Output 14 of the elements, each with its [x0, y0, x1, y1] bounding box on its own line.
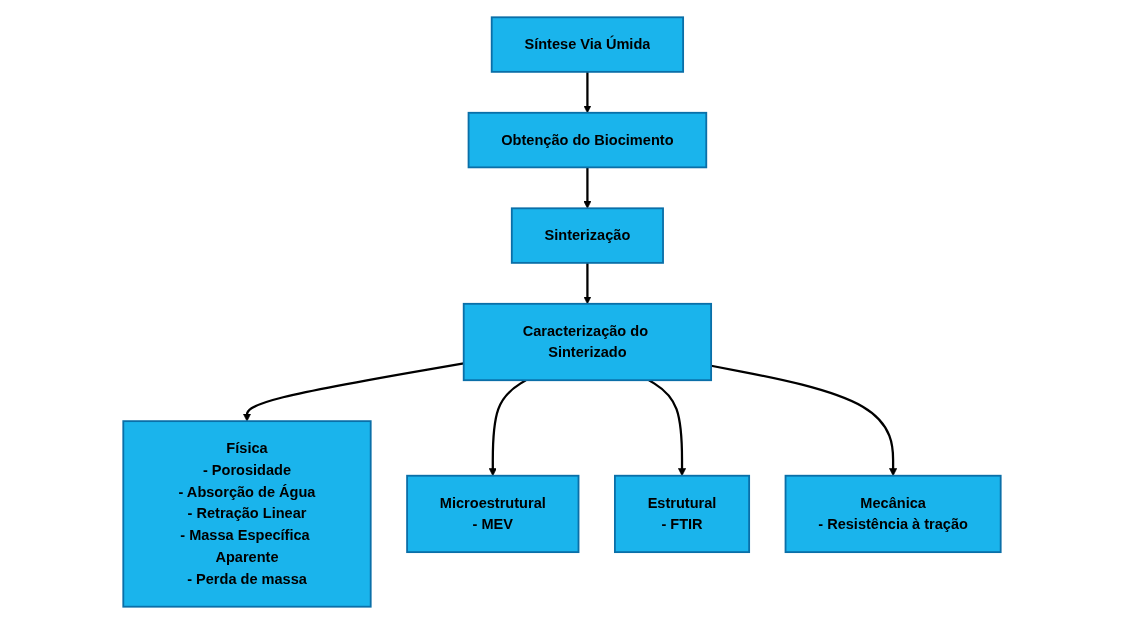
- node-box: Caracterização do Sinterizado: [462, 302, 713, 382]
- node-box: Obtenção do Biocimento: [467, 111, 708, 169]
- arrow: [583, 167, 592, 209]
- arrow: [488, 379, 527, 477]
- node-box: Física - Porosidade - Absorção de Água - Retração Linear - Massa Específica Aparente - Perda de massa: [122, 420, 372, 608]
- node-box: Síntese Via Úmida: [490, 16, 685, 73]
- node-box: Estrutural - FTIR: [614, 474, 751, 554]
- node-box: Microestrutural - MEV: [406, 474, 580, 554]
- arrow: [648, 379, 687, 477]
- node-box: Sinterização: [510, 207, 664, 264]
- arrow: [583, 262, 592, 305]
- node-box: Mecânica - Resistência à tração: [784, 474, 1002, 554]
- arrow: [243, 362, 464, 422]
- arrow: [583, 71, 592, 114]
